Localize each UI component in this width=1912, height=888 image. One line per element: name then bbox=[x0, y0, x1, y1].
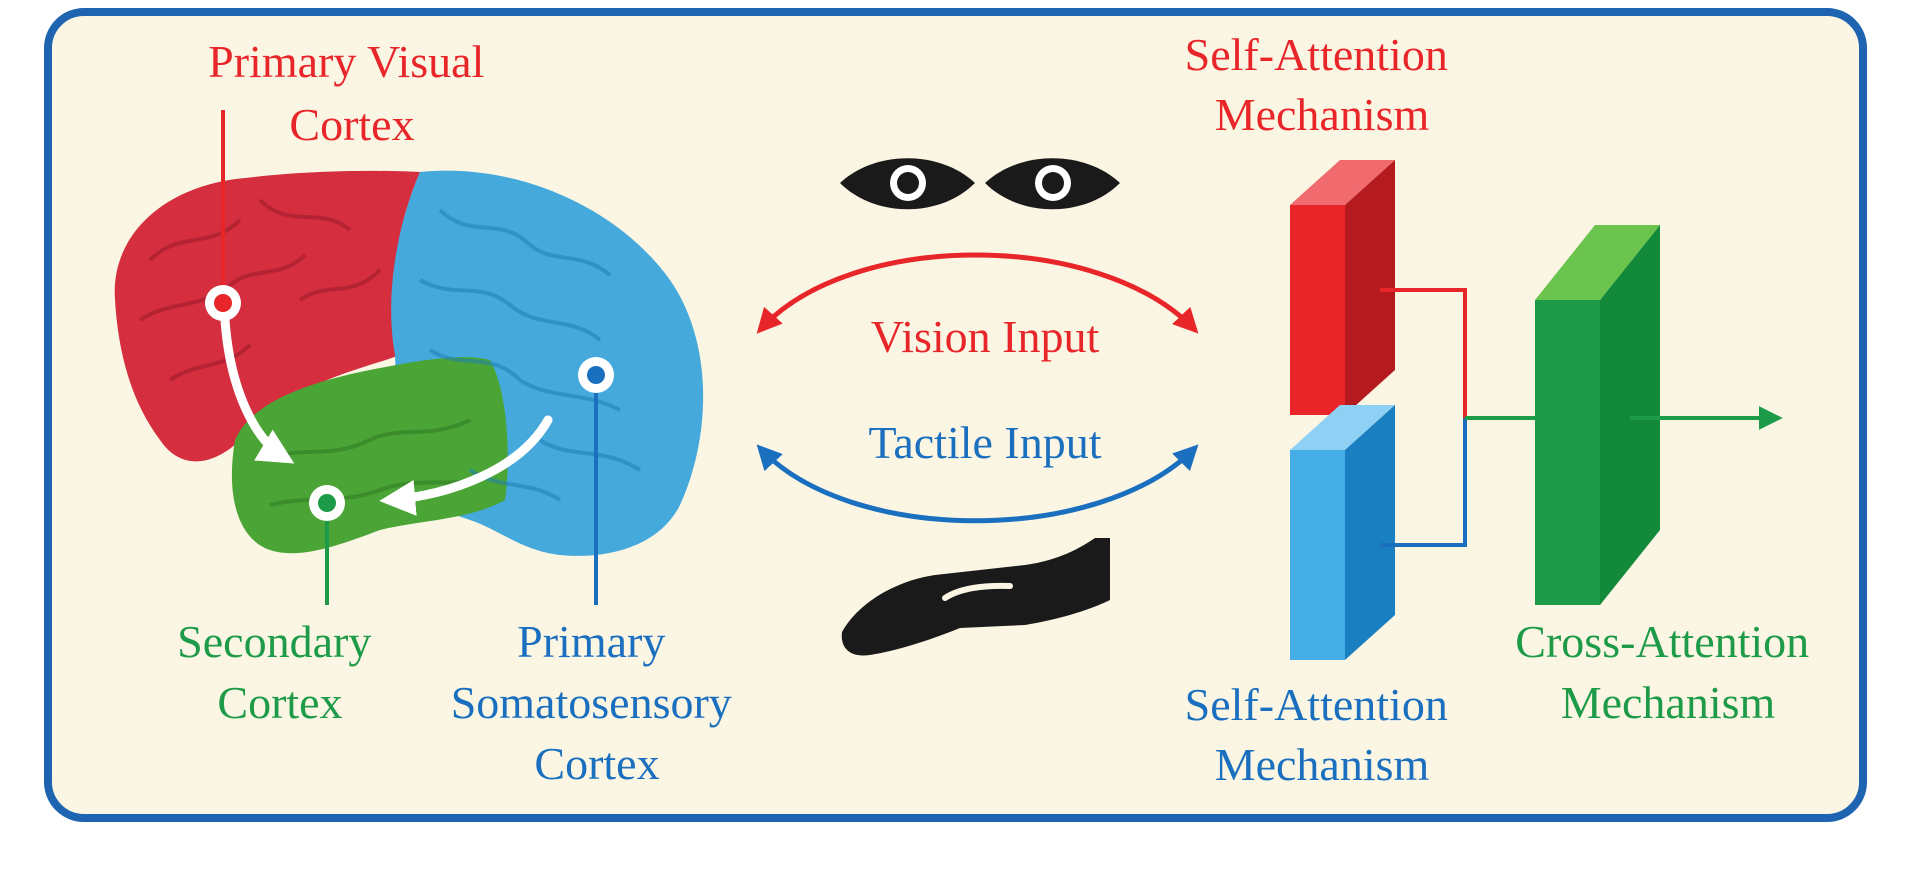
secondary-label-line2: Cortex bbox=[217, 677, 342, 728]
self-attention-block-top bbox=[1290, 160, 1395, 415]
cross-attention-label-line2: Mechanism bbox=[1561, 677, 1776, 728]
self-attention-top-label: Self-Attention Mechanism bbox=[1185, 29, 1460, 140]
somatosensory-label-line3: Cortex bbox=[534, 738, 659, 789]
primary-visual-label-line2: Cortex bbox=[289, 99, 414, 150]
somatosensory-label-line1: Primary bbox=[517, 616, 665, 667]
somatosensory-label-line2: Somatosensory bbox=[451, 677, 732, 728]
self-attention-top-label-line1: Self-Attention bbox=[1185, 29, 1448, 80]
somatosensory-to-secondary-arrow bbox=[379, 415, 553, 516]
secondary-node-core bbox=[318, 494, 336, 512]
primary-visual-label-line1: Primary Visual bbox=[208, 36, 484, 87]
eyes-icon bbox=[840, 158, 1120, 210]
blue-connector bbox=[1380, 418, 1467, 547]
cross-attention-label: Cross-Attention Mechanism bbox=[1515, 616, 1820, 728]
tactile-input-label: Tactile Input bbox=[868, 417, 1101, 468]
secondary-label-line1: Secondary bbox=[177, 616, 371, 667]
self-attention-block-bottom bbox=[1290, 405, 1395, 660]
visual-to-secondary-arrow bbox=[220, 315, 295, 464]
self-attention-bottom-label: Self-Attention Mechanism bbox=[1185, 679, 1460, 790]
primary-visual-label: Primary Visual Cortex bbox=[208, 36, 496, 150]
primary-visual-node-core bbox=[214, 294, 232, 312]
brain-illustration bbox=[114, 170, 704, 556]
self-attention-top-label-line2: Mechanism bbox=[1215, 89, 1430, 140]
brain-red-lobe bbox=[114, 170, 420, 462]
hand-icon bbox=[841, 538, 1110, 656]
self-attention-bottom-label-line2: Mechanism bbox=[1215, 739, 1430, 790]
cross-attention-block bbox=[1535, 225, 1660, 605]
somatosensory-node-core bbox=[587, 366, 605, 384]
self-attention-bottom-label-line1: Self-Attention bbox=[1185, 679, 1448, 730]
secondary-label: Secondary Cortex bbox=[177, 616, 383, 728]
cross-attention-label-line1: Cross-Attention bbox=[1515, 616, 1809, 667]
brain-green-lobe bbox=[231, 357, 508, 554]
red-connector bbox=[1380, 288, 1467, 418]
tactile-arrow bbox=[756, 444, 1199, 524]
vision-input-label: Vision Input bbox=[871, 311, 1100, 362]
vision-arrow bbox=[756, 252, 1199, 334]
somatosensory-label: Primary Somatosensory Cortex bbox=[451, 616, 744, 789]
